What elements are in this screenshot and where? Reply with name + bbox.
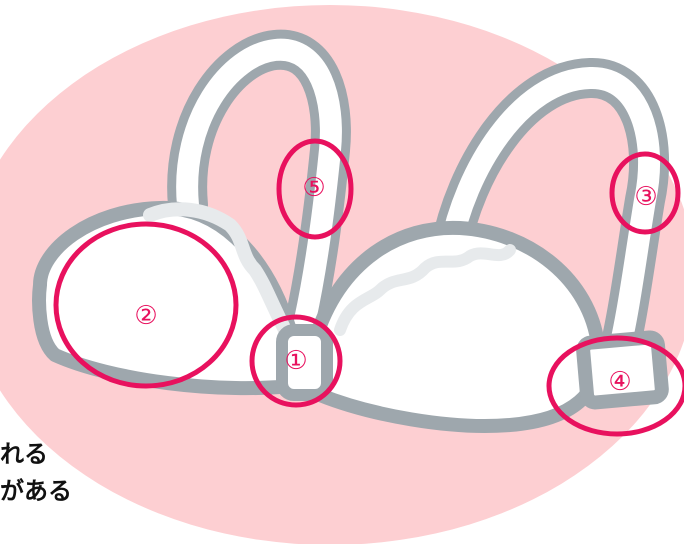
marker-label-1: ①	[284, 346, 307, 376]
caption-line-1: れる	[0, 442, 48, 466]
marker-label-4: ④	[608, 367, 631, 397]
marker-label-5: ⑤	[302, 173, 325, 203]
marker-label-3: ③	[634, 182, 657, 212]
marker-label-2: ②	[134, 301, 157, 331]
caption-line-2: がある	[0, 479, 72, 503]
